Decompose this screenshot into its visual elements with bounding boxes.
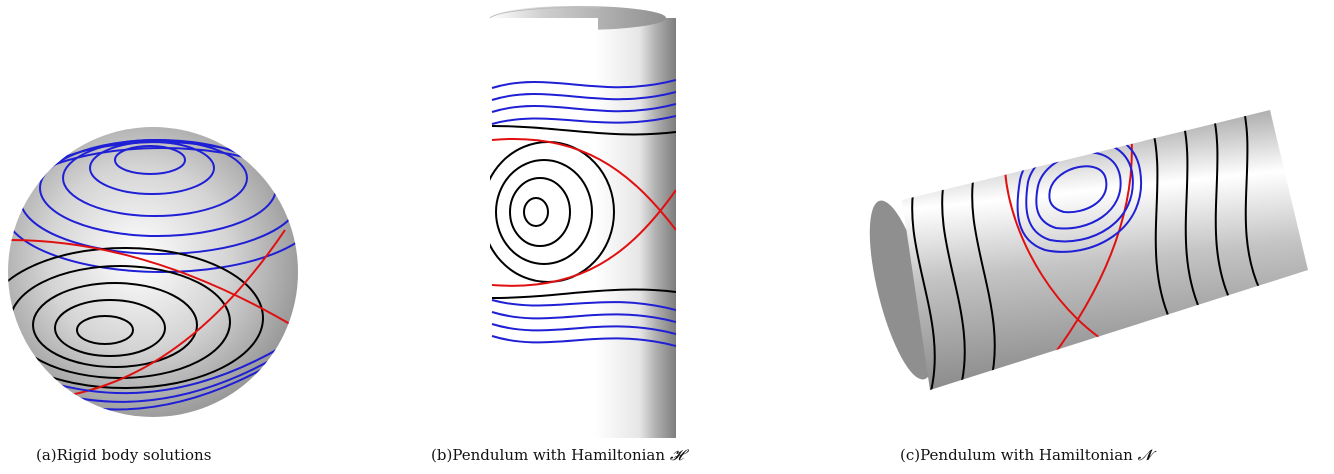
caption-a-label: (a) (36, 446, 57, 464)
caption-b-text: Pendulum with Hamiltonian (452, 446, 670, 464)
caption-c-text: Pendulum with Hamiltonian (920, 446, 1138, 464)
caption-b-symbol: 𝓗 (669, 446, 684, 464)
caption-b-label: (b) (431, 446, 453, 464)
caption-c: (c)Pendulum with Hamiltonian 𝓝 (900, 446, 1152, 464)
black-orbits (911, 110, 1261, 390)
tilted-cylinder-surface (902, 110, 1308, 390)
panel-pendulum-N: (c)Pendulum with Hamiltonian 𝓝 (840, 0, 1334, 464)
caption-a-text: Rigid body solutions (56, 446, 212, 464)
cylinder-end-cap (869, 200, 935, 380)
cylinder-surface (595, 18, 676, 438)
caption-c-symbol: 𝓝 (1137, 446, 1152, 464)
caption-b: (b)Pendulum with Hamiltonian 𝓗 (431, 446, 683, 464)
rigid-body-sphere-figure (8, 127, 298, 417)
caption-c-label: (c) (900, 446, 921, 464)
separatrix-curves (491, 138, 676, 287)
blue-orbits-top (491, 79, 676, 125)
blue-orbits-bottom (491, 299, 676, 347)
panel-rigid-body: (a)Rigid body solutions (0, 0, 310, 464)
pendulum-H-cylinder-figure (489, 6, 676, 438)
pendulum-N-cylinder-figure (869, 110, 1308, 390)
caption-a: (a)Rigid body solutions (36, 446, 211, 464)
panel-pendulum-H: (b)Pendulum with Hamiltonian 𝓗 (431, 0, 740, 464)
